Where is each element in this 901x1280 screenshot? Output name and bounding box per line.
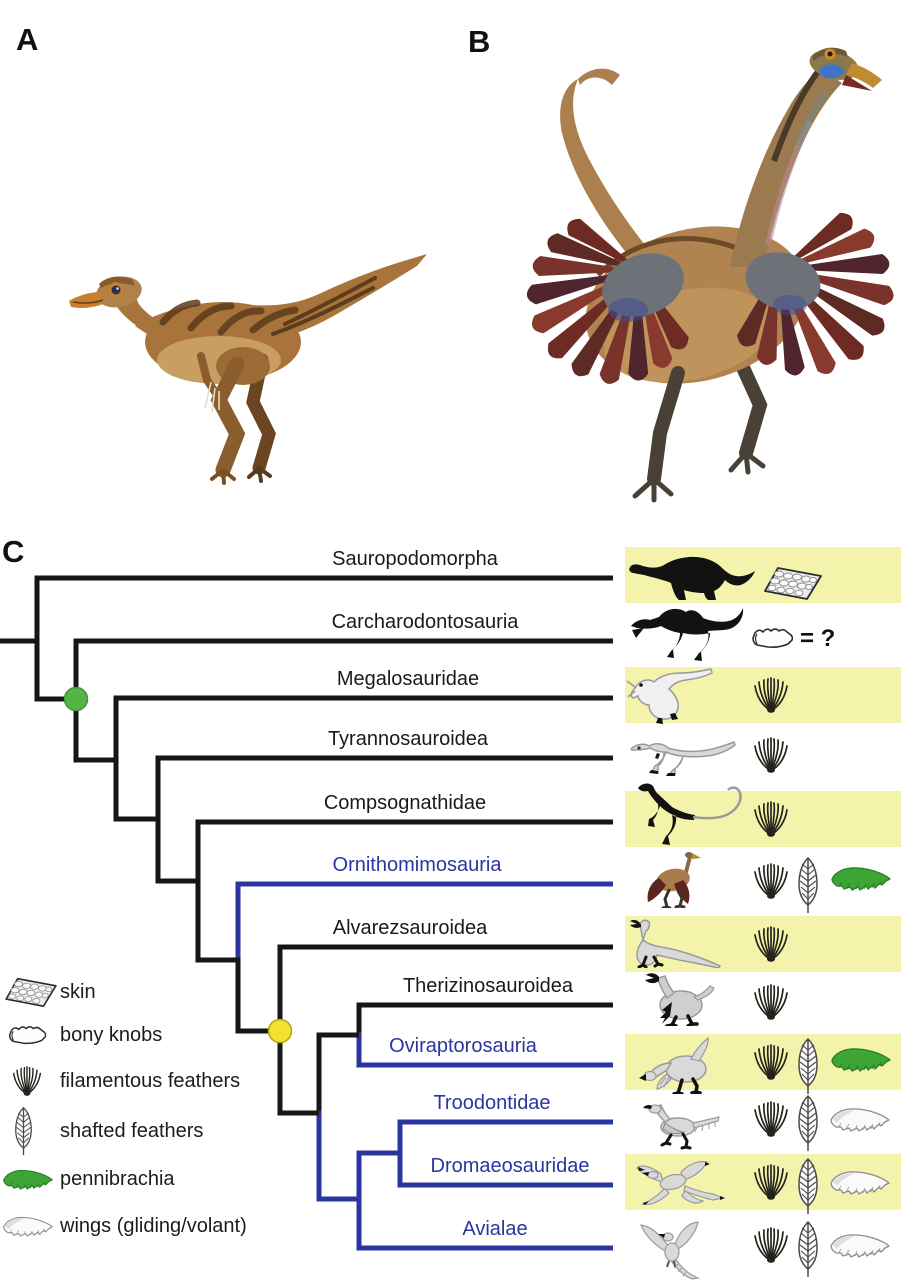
open-mouth xyxy=(842,75,872,91)
therizinosauroid-silhouette xyxy=(643,972,716,1026)
filamentous-feathers-icon xyxy=(754,1227,788,1263)
row-highlight-bands xyxy=(625,547,901,1210)
eye xyxy=(827,51,833,57)
legend-label-1: bony knobs xyxy=(60,1024,163,1046)
beak xyxy=(846,63,882,88)
carcharodontosaur-silhouette xyxy=(631,608,744,661)
shafted-feathers-icon xyxy=(798,1221,818,1278)
tyrannosauroid-silhouette xyxy=(630,741,736,776)
bony-knobs-icon xyxy=(752,628,794,649)
wing-feather xyxy=(781,212,853,269)
ornithomimosaur-illustration xyxy=(645,850,703,908)
wing-feather xyxy=(628,273,649,381)
legend-label-5: wings (gliding/volant) xyxy=(60,1215,247,1237)
wing-feather xyxy=(780,228,875,269)
left-leg xyxy=(647,366,685,486)
wings-icon xyxy=(830,1234,890,1258)
legend-label-4: pennibrachia xyxy=(60,1168,175,1190)
panel-a-label: A xyxy=(16,22,39,57)
legend-label-2: filamentous feathers xyxy=(60,1070,241,1092)
filamentous-feathers-icon xyxy=(754,863,788,899)
shafted-feathers-icon xyxy=(15,1107,32,1156)
filamentous-feathers-icon xyxy=(12,1066,42,1097)
skin-icon xyxy=(5,977,57,1008)
troodontid-silhouette xyxy=(641,1103,720,1150)
panel-c-label: C xyxy=(2,534,25,569)
filamentous-feathers-icon xyxy=(754,984,788,1020)
panel-b-label: B xyxy=(468,24,491,59)
neck xyxy=(730,69,842,267)
row-band xyxy=(625,916,901,972)
shafted-feathers-icon xyxy=(798,1095,818,1152)
node-markers xyxy=(63,686,293,1044)
wing-feather xyxy=(547,233,641,272)
yellow-node-marker xyxy=(267,1018,293,1044)
tree-branches xyxy=(0,575,613,1251)
tail xyxy=(560,79,650,255)
filamentous-feathers-icon xyxy=(754,737,788,773)
shafted-feathers-icon xyxy=(798,857,818,914)
wings-icon xyxy=(830,1108,890,1132)
beak xyxy=(69,292,103,308)
carcharodontosauria-annotation: = ? xyxy=(800,625,836,652)
juvenile-ornithomimosaur-illustration xyxy=(69,254,427,485)
wing-feather xyxy=(567,218,642,272)
legend-label-3: shafted feathers xyxy=(60,1120,204,1142)
pennibrachia-icon xyxy=(3,1169,53,1190)
bony-knobs-icon xyxy=(8,1026,47,1045)
wings-icon xyxy=(3,1216,53,1237)
filamentous-feathers-icon xyxy=(754,1101,788,1137)
right-leg xyxy=(733,354,768,460)
blue-face-patch xyxy=(819,64,845,79)
adult-ornithomimosaur-illustration xyxy=(526,47,894,503)
pennibrachia-icon xyxy=(831,867,891,891)
row-band xyxy=(625,791,901,847)
green-node-marker xyxy=(63,686,89,712)
avialan-silhouette xyxy=(640,1221,699,1280)
legend-label-0: skin xyxy=(60,981,96,1003)
